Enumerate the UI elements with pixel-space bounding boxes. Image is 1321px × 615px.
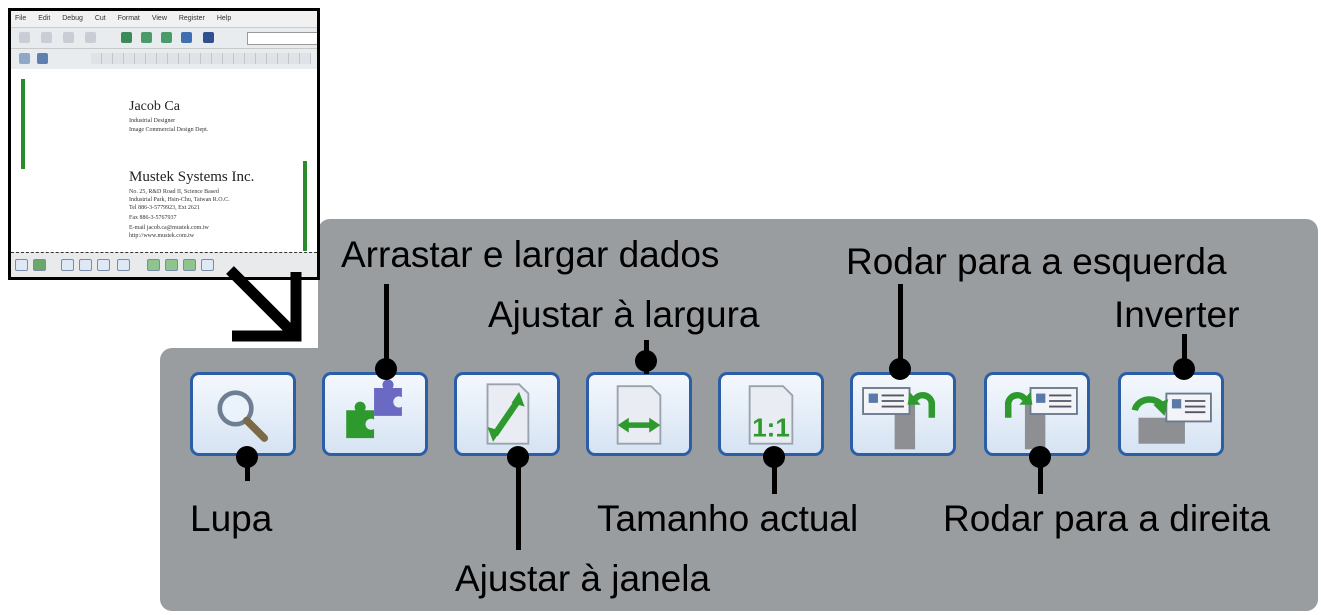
tamanho-actual-callout-dot: [763, 446, 785, 468]
fit-to-width-button[interactable]: [586, 372, 692, 456]
actual-size-button[interactable]: 1:1: [718, 372, 824, 456]
label-inverter: Inverter: [1114, 294, 1240, 335]
card-company: Mustek Systems Inc.: [129, 169, 255, 185]
back-icon[interactable]: [19, 32, 30, 43]
card-email: E-mail jacob.ca@mustek.com.tw: [129, 225, 209, 231]
menu-item-cut[interactable]: Cut: [94, 15, 106, 22]
actual-size-icon[interactable]: [97, 259, 110, 271]
label-ajustar-largura: Ajustar à largura: [488, 294, 760, 335]
rotate-right-icon[interactable]: [165, 259, 178, 271]
rodar-esquerda-callout-line: [898, 284, 903, 374]
puzzle-icon[interactable]: [33, 259, 46, 271]
search-input[interactable]: [247, 32, 317, 45]
card-address-1: No. 25, R&D Road II, Science Based: [129, 189, 219, 195]
label-rodar-direita: Rodar para a direita: [943, 498, 1271, 539]
actual-size-icon-2[interactable]: [117, 259, 130, 271]
menu-item-help[interactable]: Help: [216, 15, 232, 22]
app-window-thumbnail: File Edit Debug Cut Format View Register…: [8, 8, 320, 280]
list-icon[interactable]: [19, 53, 30, 64]
rotate-left-button[interactable]: [850, 372, 956, 456]
fit-to-width-icon: [616, 385, 662, 445]
puzzle-icon: [346, 379, 402, 439]
magnifier-button[interactable]: [190, 372, 296, 456]
sync-icon[interactable]: [181, 32, 192, 43]
card-icon[interactable]: [141, 32, 152, 43]
inverter-callout-dot: [1173, 358, 1195, 380]
card-tel: Tel 886-3-5779923, Ext 2621: [129, 205, 200, 211]
card-web: http://www.mustek.com.tw: [129, 233, 195, 239]
inverter-callout-line: [1182, 334, 1187, 374]
ajustar-janela-callout-dot: [507, 446, 529, 468]
card-address-2: Industrial Park, Hsin-Chu, Taiwan R.O.C.: [129, 197, 230, 203]
card-left-border: [21, 79, 25, 169]
card-name: Jacob Ca: [129, 99, 180, 114]
arrastar-callout-line: [384, 284, 389, 374]
fit-to-window-icon[interactable]: [61, 259, 74, 271]
flip-icon: [1131, 392, 1212, 444]
label-arrastar: Arrastar e largar dados: [341, 234, 720, 275]
binoculars-icon[interactable]: [203, 32, 214, 43]
magnifier-icon: [217, 390, 269, 442]
tamanho-actual-callout-line: [772, 458, 777, 494]
rodar-esquerda-callout-dot: [889, 358, 911, 380]
main-toolbar: [11, 28, 317, 49]
scan-icon[interactable]: [121, 32, 132, 43]
drag-drop-button[interactable]: [322, 372, 428, 456]
menu-item-debug[interactable]: Debug: [62, 15, 83, 22]
thumbnail-bottom-toolbar: [11, 252, 317, 277]
card-dept: Image Commercial Design Dept.: [129, 127, 209, 133]
rodar-direita-callout-dot: [1029, 446, 1051, 468]
rotate-right-icon: [1004, 387, 1078, 450]
forward-icon[interactable]: [41, 32, 52, 43]
view-icon[interactable]: [37, 53, 48, 64]
menu-item-edit[interactable]: Edit: [38, 15, 51, 22]
export-icon[interactable]: [161, 32, 172, 43]
actual-size-icon: 1:1: [748, 385, 794, 445]
label-ajustar-janela: Ajustar à janela: [455, 558, 711, 599]
menu-item-view[interactable]: View: [151, 15, 167, 22]
fit-to-width-icon[interactable]: [79, 259, 92, 271]
fit-to-window-button[interactable]: [454, 372, 560, 456]
rotate-left-icon: [862, 387, 936, 450]
menu-item-file[interactable]: File: [15, 15, 27, 22]
arrastar-callout-dot: [375, 358, 397, 380]
next-icon[interactable]: [85, 32, 96, 43]
menu-bar: File Edit Debug Cut Format View Register…: [11, 11, 317, 28]
menu-item-format[interactable]: Format: [117, 15, 140, 22]
label-lupa: Lupa: [190, 498, 273, 539]
ajustar-janela-callout-line: [516, 458, 521, 550]
lupa-callout-line: [245, 457, 250, 481]
index-toolbar: [11, 49, 317, 70]
ajustar-largura-callout-dot: [635, 350, 657, 372]
rotate-left-icon[interactable]: [147, 259, 160, 271]
label-tamanho-actual: Tamanho actual: [597, 498, 859, 539]
magnifier-icon[interactable]: [15, 259, 28, 271]
toolbar-extra-icon[interactable]: [201, 259, 214, 271]
prev-icon[interactable]: [63, 32, 74, 43]
fit-to-window-icon: [486, 383, 530, 445]
alphabet-index-bar[interactable]: [91, 53, 311, 64]
label-rodar-esquerda: Rodar para a esquerda: [846, 241, 1227, 282]
rotate-right-button[interactable]: [984, 372, 1090, 456]
card-preview: Jacob Ca Industrial Designer Image Comme…: [11, 69, 317, 253]
rodar-direita-callout-line: [1038, 458, 1043, 494]
card-fax: Fax 886-3-5767937: [129, 215, 177, 221]
pointer-arrow-icon: [226, 266, 302, 342]
lupa-callout-dot: [236, 446, 258, 468]
flip-button[interactable]: [1118, 372, 1224, 456]
menu-item-register[interactable]: Register: [178, 15, 205, 22]
card-title: Industrial Designer: [129, 118, 176, 124]
flip-icon[interactable]: [183, 259, 196, 271]
svg-text:1:1: 1:1: [752, 412, 790, 442]
card-right-border: [303, 161, 307, 251]
